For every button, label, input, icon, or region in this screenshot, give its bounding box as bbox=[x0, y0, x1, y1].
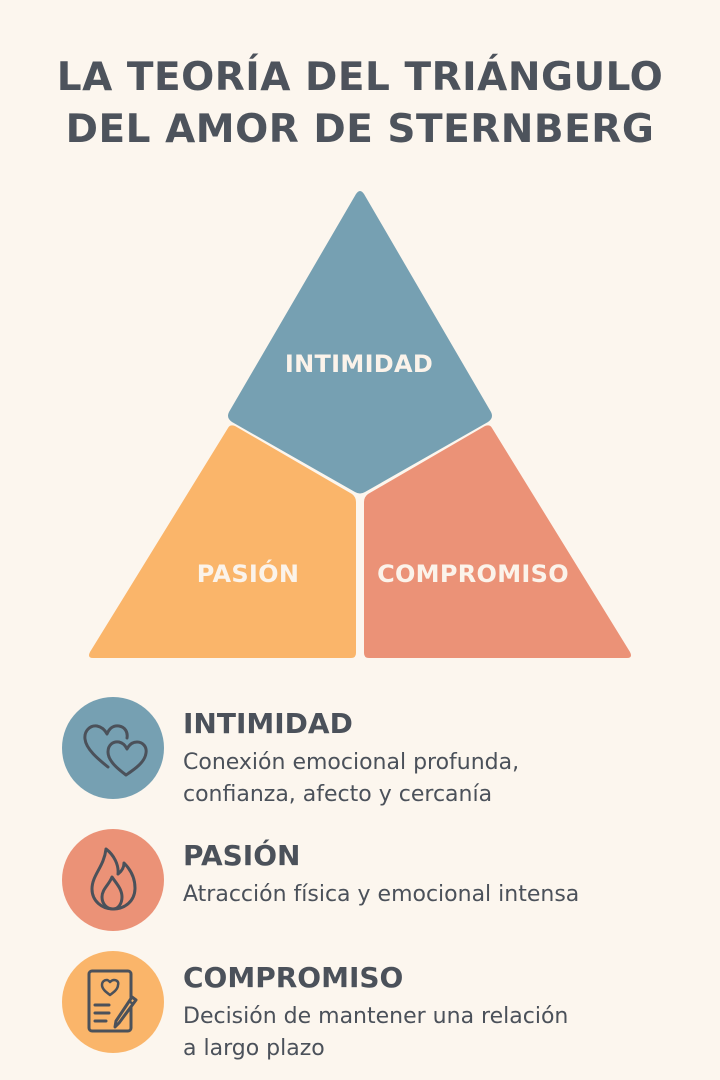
page-title: LA TEORÍA DEL TRIÁNGULO DEL AMOR DE STER… bbox=[0, 52, 720, 156]
triangle-label-intimidad: INTIMIDAD bbox=[284, 350, 434, 378]
triangle-segment-compromiso bbox=[364, 425, 631, 658]
two-hearts-icon bbox=[83, 724, 148, 777]
item-description-line-2: a largo plazo bbox=[183, 1036, 325, 1061]
triangle-segment-pasion bbox=[89, 425, 356, 658]
legend-item-intimidad: INTIMIDAD Conexión emocional profunda, c… bbox=[62, 697, 682, 807]
compromiso-icon-circle bbox=[62, 951, 164, 1053]
legend-item-pasion: PASIÓN Atracción física y emocional inte… bbox=[62, 829, 682, 939]
triangle-label-pasion: PASIÓN bbox=[196, 560, 300, 588]
item-title: INTIMIDAD bbox=[183, 707, 353, 740]
item-title: PASIÓN bbox=[183, 839, 301, 872]
triangle-label-compromiso: COMPROMISO bbox=[377, 560, 569, 588]
legend-item-compromiso: COMPROMISO Decisión de mantener una rela… bbox=[62, 951, 682, 1061]
item-description-line-2: confianza, afecto y cercanía bbox=[183, 782, 493, 807]
document-heart-pen-icon bbox=[87, 969, 138, 1033]
item-title: COMPROMISO bbox=[183, 961, 404, 994]
item-description-line-1: Atracción física y emocional intensa bbox=[183, 882, 580, 907]
title-line-2: DEL AMOR DE STERNBERG bbox=[65, 107, 655, 152]
triangle-segment-intimidad bbox=[228, 191, 492, 494]
intimidad-icon-circle bbox=[62, 697, 164, 799]
title-line-1: LA TEORÍA DEL TRIÁNGULO bbox=[56, 55, 664, 100]
love-triangle-diagram bbox=[89, 191, 631, 658]
item-description-line-1: Decisión de mantener una relación bbox=[183, 1004, 569, 1029]
item-description-line-1: Conexión emocional profunda, bbox=[183, 750, 520, 775]
pasion-icon-circle bbox=[62, 829, 164, 931]
flame-icon bbox=[90, 847, 137, 911]
